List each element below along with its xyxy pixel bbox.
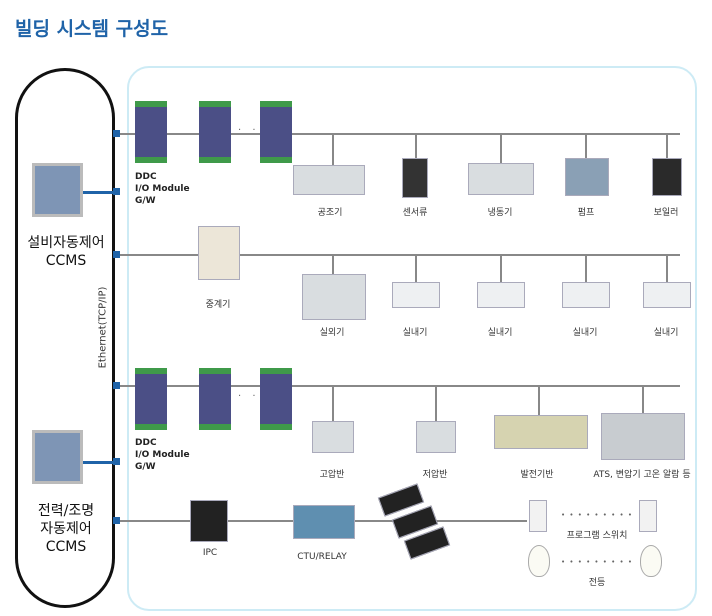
ipc-image xyxy=(190,500,228,542)
device-label: 실내기 xyxy=(487,328,513,338)
connection-dot xyxy=(113,251,120,258)
indoor-unit-image xyxy=(643,282,691,308)
drop-line xyxy=(538,385,540,415)
ats-panel-image xyxy=(601,413,685,460)
device-label: 실내기 xyxy=(402,328,428,338)
device-label: 센서류 xyxy=(402,208,428,218)
drop-line xyxy=(585,254,587,282)
ellipsis: · · xyxy=(238,391,260,402)
device-label: 실외기 xyxy=(319,328,345,338)
gw-module xyxy=(260,101,292,163)
switch-image xyxy=(639,500,657,532)
device-label: 냉동기 xyxy=(487,208,513,218)
high-voltage-panel-image xyxy=(312,421,354,453)
label-line: CCMS xyxy=(45,253,87,269)
ddc-module xyxy=(135,101,167,163)
switch-image xyxy=(529,500,547,532)
device-label: IPC xyxy=(202,548,218,558)
device-label: 발전기반 xyxy=(520,470,554,480)
pump-image xyxy=(565,158,609,196)
system-panel xyxy=(127,66,697,611)
label-line: 전력/조명 xyxy=(37,503,95,519)
label-line: DDC xyxy=(135,172,157,182)
label-line: 설비자동제어 xyxy=(27,235,105,251)
chiller-image xyxy=(468,163,534,195)
device-label: 펌프 xyxy=(577,208,595,218)
ahu-image xyxy=(293,165,365,195)
bus-line-hvac-relay xyxy=(117,254,680,256)
computer-icon xyxy=(32,163,83,217)
ellipsis: · · xyxy=(238,125,260,136)
drop-line xyxy=(415,254,417,282)
label-line: I/O Module xyxy=(135,450,190,460)
drop-line xyxy=(666,133,668,158)
ellipsis: • • • • • • • • • xyxy=(561,558,633,566)
bus-line-power-ddc xyxy=(117,385,680,387)
low-voltage-panel-image xyxy=(416,421,456,453)
hvac-ccms-label: 설비자동제어 CCMS xyxy=(22,234,110,270)
drop-line xyxy=(585,133,587,158)
drop-line xyxy=(435,385,437,421)
ddc-module xyxy=(135,368,167,430)
connection-dot xyxy=(113,130,120,137)
drop-line xyxy=(666,254,668,282)
device-label: ATS, 변압기 고온 알람 등 xyxy=(593,470,691,480)
drop-line xyxy=(500,254,502,282)
device-label: 실내기 xyxy=(572,328,598,338)
bulb-icon xyxy=(528,545,550,577)
label-line: G/W xyxy=(135,462,156,472)
device-label: 전등 xyxy=(588,578,606,588)
indoor-unit-image xyxy=(392,282,440,308)
indoor-unit-image xyxy=(562,282,610,308)
drop-line xyxy=(332,254,334,274)
device-label: 고압반 xyxy=(319,470,345,480)
ccms-capsule xyxy=(15,68,115,608)
device-label: CTU/RELAY xyxy=(297,552,347,562)
computer-icon xyxy=(32,430,83,484)
relay-box-image xyxy=(198,226,240,280)
pc-link xyxy=(80,461,117,464)
connection-dot xyxy=(113,382,120,389)
generator-image xyxy=(494,415,588,449)
bus-line-hvac-ddc xyxy=(117,133,680,135)
io-module xyxy=(199,368,231,430)
drop-line xyxy=(642,385,644,415)
drop-line xyxy=(332,133,334,168)
label-line: G/W xyxy=(135,196,156,206)
connection-dot xyxy=(113,517,120,524)
pc-link xyxy=(80,191,117,194)
device-label: 프로그램 스위치 xyxy=(566,531,628,541)
ctu-relay-image xyxy=(293,505,355,539)
device-label: 보일러 xyxy=(653,208,679,218)
drop-line xyxy=(332,385,334,421)
connection-dot xyxy=(113,188,120,195)
gw-module xyxy=(260,368,292,430)
io-module xyxy=(199,101,231,163)
device-label: 중계기 xyxy=(205,300,231,310)
outdoor-unit-image xyxy=(302,274,366,320)
drop-line xyxy=(500,133,502,163)
device-label: 저압반 xyxy=(422,470,448,480)
sensor-image xyxy=(402,158,428,198)
drop-line xyxy=(415,133,417,158)
label-line: DDC xyxy=(135,438,157,448)
bulb-icon xyxy=(640,545,662,577)
device-label: 실내기 xyxy=(653,328,679,338)
ethernet-label: Ethernet(TCP/IP) xyxy=(97,286,109,369)
boiler-image xyxy=(652,158,682,196)
label-line: 자동제어 CCMS xyxy=(40,521,92,555)
page-title: 빌딩 시스템 구성도 xyxy=(15,18,169,40)
ellipsis: • • • • • • • • • xyxy=(561,511,633,519)
device-label: 공조기 xyxy=(317,208,343,218)
indoor-unit-image xyxy=(477,282,525,308)
label-line: I/O Module xyxy=(135,184,190,194)
connection-dot xyxy=(113,458,120,465)
